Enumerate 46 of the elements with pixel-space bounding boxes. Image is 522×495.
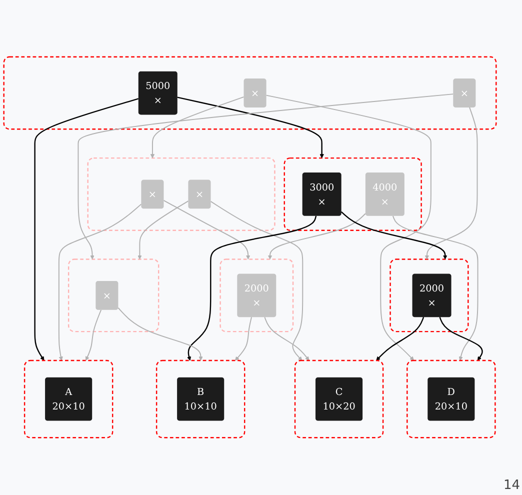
arrow [376,317,424,361]
arrow [340,212,448,260]
page-number: 14 [503,478,520,493]
arrow [210,201,304,361]
node-box [141,180,164,209]
cluster [68,258,160,332]
arrow [234,316,252,361]
cluster [156,360,246,438]
node-box [45,378,92,421]
node-box [138,72,178,115]
node-box [453,78,476,108]
node-box [302,172,342,216]
node-box [316,378,363,421]
arrow [392,216,478,361]
arrow [187,216,317,361]
arrow [177,96,324,159]
arrow [34,98,139,361]
cluster [24,360,114,438]
diagram: D 20×10 C 10×20 B 10×10 A 20×10 × × 5000 × × × 3000 × 4000 × × 2000 × 2000 × [0,53,500,442]
node-box [177,378,224,421]
cluster [284,158,422,232]
node-box [188,180,211,209]
arrow [58,204,142,361]
arrow [424,107,478,260]
arrow [439,317,483,361]
arrow [268,213,366,260]
node-box [96,281,118,310]
arrow [118,308,203,361]
cluster [220,258,294,332]
node-box [244,78,266,108]
arrow [85,310,102,361]
arrow [78,94,454,260]
cluster [3,56,497,130]
arrow [266,95,432,361]
cluster [406,360,496,438]
cluster [87,158,276,232]
arrow [138,200,189,260]
cluster [390,258,469,332]
cluster [294,360,384,438]
node-box [428,378,475,421]
arrow [264,316,310,361]
node-box [237,274,276,318]
node-box [365,172,404,216]
arrow [163,200,250,260]
arrow [150,96,244,159]
node-box [412,274,452,318]
